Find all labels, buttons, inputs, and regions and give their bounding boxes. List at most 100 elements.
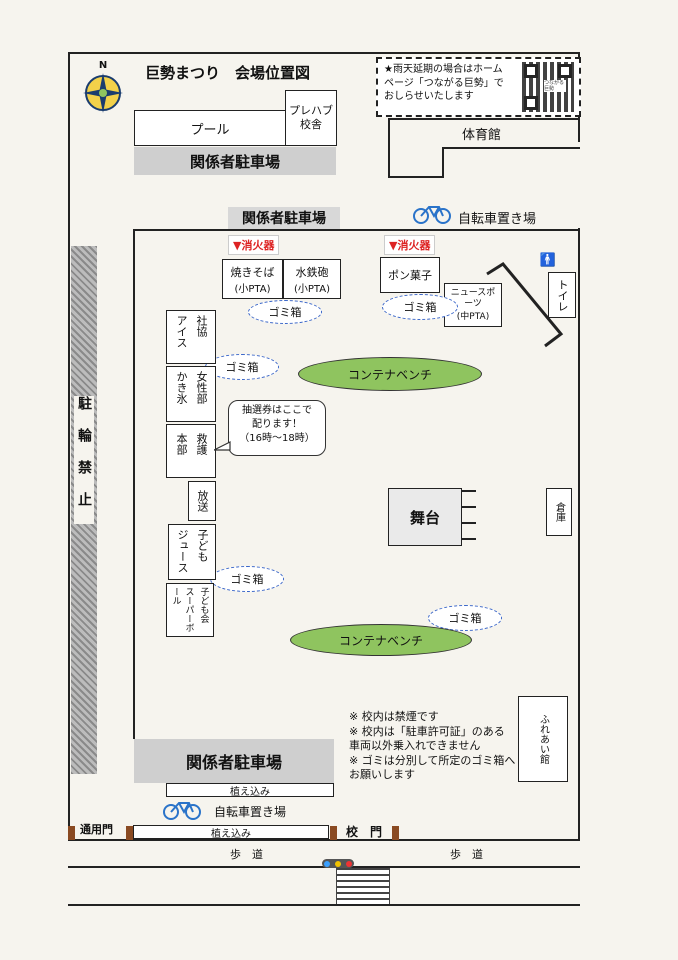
bike-parking-top-label: 自転車置き場 xyxy=(458,212,537,227)
pool-building: プール xyxy=(134,110,286,146)
traffic-light-icon xyxy=(322,859,354,868)
stall-newsports: ニュースポーツ (中PTA) xyxy=(444,283,502,327)
lottery-callout-pointer xyxy=(214,441,231,451)
note-1: ※ 校内は禁煙です xyxy=(349,710,439,723)
planting-upper: 植え込み xyxy=(166,783,334,798)
note-5: お願いします xyxy=(349,768,415,782)
front-wall-left xyxy=(68,839,400,841)
prefab-building: プレハブ校舎 xyxy=(285,90,337,146)
fureai-hall-label: ふれあい館 xyxy=(537,714,549,764)
toilet-label: トイレ xyxy=(556,278,569,312)
front-wall-right xyxy=(398,839,580,841)
notes-block: ※ 校内は禁煙です ※ 校内は「駐車許可証」のある 車両以外乗入れできません ※… xyxy=(349,710,519,783)
gym-wall-left xyxy=(388,118,390,176)
first-aid-label: 救護 xyxy=(195,433,208,455)
stall-newsports-org: (中PTA) xyxy=(456,312,490,323)
stall-kakigori-org: 女性部 xyxy=(195,371,208,404)
outer-wall-top xyxy=(68,52,580,54)
fureai-hall: ふれあい館 xyxy=(518,696,568,782)
stall-mizudeppo-org: (小PTA) xyxy=(293,283,330,295)
qr-code[interactable]: つながる巨勢 xyxy=(522,62,574,112)
stage-step-2 xyxy=(462,506,476,508)
staff-parking-bottom-label: 関係者駐車場 xyxy=(185,753,282,772)
trash-bin-2: ゴミ箱 xyxy=(382,294,458,320)
side-gate-post-left xyxy=(68,826,75,840)
prefab-label: プレハブ校舎 xyxy=(289,103,333,131)
staff-parking-mid-label: 関係者駐車場 xyxy=(242,211,326,227)
qr-caption: つながる巨勢 xyxy=(544,80,566,92)
compass-north-label: N xyxy=(98,60,108,71)
venue-wall-top xyxy=(133,229,580,231)
road-edge-lower xyxy=(68,904,580,906)
bike-parking-bottom-label: 自転車置き場 xyxy=(214,805,287,819)
stage-step-3 xyxy=(462,522,476,524)
gym-wall-bottom xyxy=(442,147,580,149)
stall-kakigori: かき氷 女性部 xyxy=(166,366,216,422)
crosswalk xyxy=(336,868,390,904)
stall-yakisoba: 焼きそば (小PTA) xyxy=(222,259,283,299)
trash-bin-5-label: ゴミ箱 xyxy=(448,612,482,625)
trash-bin-3-label: ゴミ箱 xyxy=(225,361,259,374)
lottery-line-1: 抽選券はここで xyxy=(242,405,312,416)
gym-wall-step-h xyxy=(388,176,444,178)
staff-parking-mid: 関係者駐車場 xyxy=(228,207,340,229)
stall-mizudeppo-label: 水鉄砲 xyxy=(295,265,329,279)
stage-step-1 xyxy=(462,490,476,492)
no-bike-parking-label: 駐輪禁止 xyxy=(74,396,94,524)
side-gate-label[interactable]: 通用門 xyxy=(80,823,113,836)
note-2: ※ 校内は「駐車許可証」のある xyxy=(349,724,505,738)
gym-wall-top xyxy=(388,118,580,120)
gym-label: 体育館 xyxy=(462,128,502,143)
extinguisher-a: ▼消火器 xyxy=(228,235,280,255)
toilet-building: トイレ xyxy=(548,272,576,318)
container-bench-upper: コンテナベンチ xyxy=(298,357,482,391)
stall-yakisoba-label: 焼きそば xyxy=(230,265,275,279)
notice-line-2: ページ「つながる巨勢」で xyxy=(384,77,504,89)
sidewalk-left-label: 歩 道 xyxy=(230,848,263,861)
notice-line-3: おしらせいたします xyxy=(384,91,474,102)
outer-wall-right-lower xyxy=(578,228,580,840)
trash-bin-5: ゴミ箱 xyxy=(428,605,502,631)
planting-upper-label: 植え込み xyxy=(230,786,270,798)
container-bench-upper-label: コンテナベンチ xyxy=(347,367,432,382)
compass-icon xyxy=(83,73,123,113)
stall-ice: アイス 社協 xyxy=(166,310,216,364)
stage: 舞台 xyxy=(388,488,462,546)
main-gate-post-left xyxy=(330,826,337,840)
stall-juice-label: ジュース xyxy=(176,529,189,573)
no-bike-parking-label-box: 駐輪禁止 xyxy=(71,380,97,540)
main-gate-label[interactable]: 校 門 xyxy=(346,825,383,839)
stall-ice-label: アイス xyxy=(175,315,188,348)
stage-label: 舞台 xyxy=(409,508,440,527)
staff-parking-top-label: 関係者駐車場 xyxy=(189,152,280,171)
container-bench-lower-label: コンテナベンチ xyxy=(338,633,423,648)
stall-juice-org: 子ども xyxy=(196,529,209,562)
stall-mizudeppo: 水鉄砲 (小PTA) xyxy=(283,259,341,299)
lottery-callout: 抽選券はここで 配ります！ （16時〜18時） xyxy=(228,400,326,456)
notice-line-1: ★雨天延期の場合はホーム xyxy=(384,64,503,75)
storage-label: 倉庫 xyxy=(553,502,565,522)
side-gate-post-right xyxy=(126,826,133,840)
hq-label: 本部 xyxy=(175,433,188,455)
planting-lower: 植え込み xyxy=(133,825,329,840)
trash-bin-3: ゴミ箱 xyxy=(205,354,279,380)
planting-lower-label: 植え込み xyxy=(211,828,251,840)
toilet-wall xyxy=(486,262,564,348)
stall-ice-org: 社協 xyxy=(195,315,208,337)
page-title: 巨勢まつり 会場位置図 xyxy=(145,64,311,82)
bicycle-icon-bottom xyxy=(163,802,201,820)
staff-parking-bottom: 関係者駐車場 xyxy=(134,739,334,783)
stall-newsports-label: ニュースポーツ xyxy=(450,287,496,309)
broadcast-label: 放送 xyxy=(196,490,209,512)
note-3: 車両以外乗入れできません xyxy=(349,739,481,753)
trash-bin-1: ゴミ箱 xyxy=(248,300,322,324)
trash-bin-2-label: ゴミ箱 xyxy=(403,301,437,314)
stall-superball: スーパーボール 子ども会 xyxy=(166,583,214,637)
stall-superball-label: スーパーボール xyxy=(170,587,194,632)
gym-wall-step-v xyxy=(442,148,444,178)
stall-ponkashi: ポン菓子 xyxy=(380,257,440,293)
storage-building: 倉庫 xyxy=(546,488,572,536)
stall-superball-org: 子ども会 xyxy=(198,587,209,623)
extinguisher-b: ▼消火器 xyxy=(384,235,436,255)
hq-first-aid: 本部 救護 xyxy=(166,424,216,478)
